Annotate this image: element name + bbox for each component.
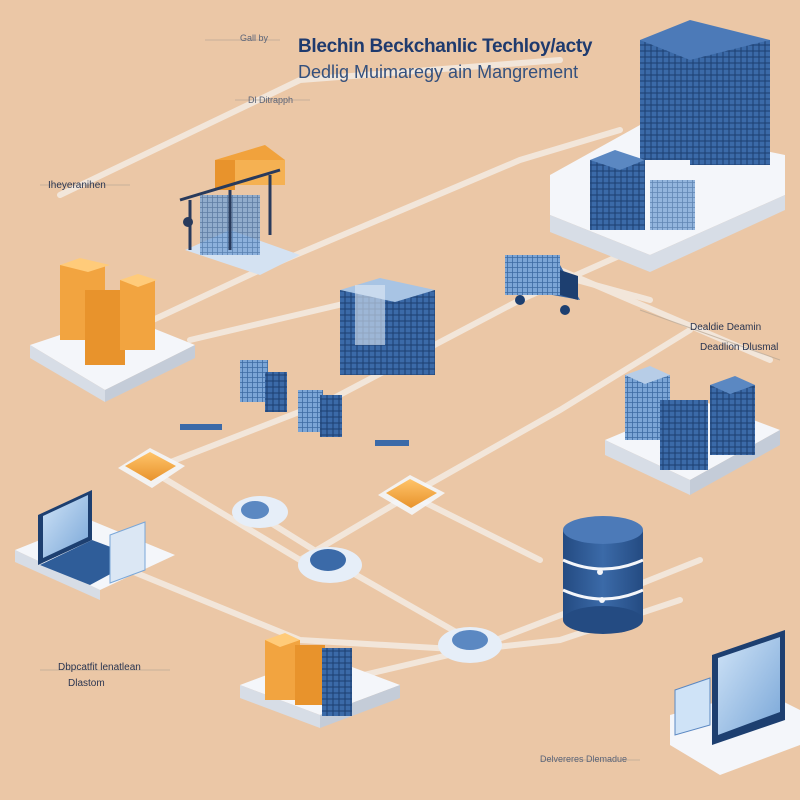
server-rack-icon-small <box>240 360 342 437</box>
label-right-mid-1: Dealdie Deamin <box>690 322 761 333</box>
cloud-icon-2 <box>298 547 362 583</box>
cloud-icon-1 <box>232 496 288 528</box>
cloud-icon-3 <box>438 627 502 663</box>
boxes-icon-left <box>30 258 195 402</box>
truck-icon <box>505 255 580 315</box>
crane-icon <box>180 145 300 275</box>
server-rack-icon-center <box>340 278 435 375</box>
database-icon <box>563 516 643 634</box>
label-top-left: Dl Ditrapph <box>248 95 293 105</box>
server-rack-icon-right <box>605 366 780 495</box>
label-right-mid-2: Deadlion Dlusmal <box>700 342 778 353</box>
label-left-mid: Iheyeranihen <box>48 180 106 191</box>
line-tag-1 <box>180 424 222 430</box>
monitor-icon <box>670 630 800 775</box>
label-top-small: Gall by <box>240 33 268 43</box>
line-tag-2 <box>375 440 409 446</box>
label-bottom-left-1: Dbpcatfit lenatlean <box>58 662 141 673</box>
label-bottom-right: Delvereres Dlemadue <box>540 754 627 764</box>
page-title: Blechin Beckchanlic Techloy/acty <box>298 36 628 58</box>
page-subtitle: Dedlig Muimaregy ain Mangrement <box>298 62 628 83</box>
title-block: Blechin Beckchanlic Techloy/acty Dedlig … <box>298 36 628 83</box>
label-bottom-left-2: Dlastom <box>68 678 105 689</box>
laptop-icon <box>15 490 175 600</box>
